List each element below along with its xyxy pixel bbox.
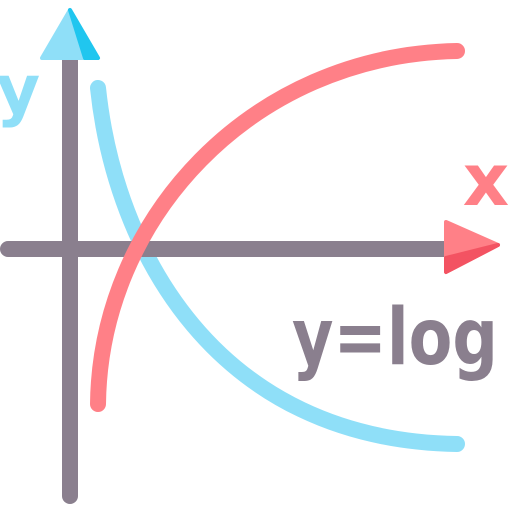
x-axis-label: x bbox=[463, 138, 509, 222]
log-curve bbox=[90, 43, 465, 412]
y-axis-arrow-icon bbox=[40, 8, 100, 60]
decreasing-curve bbox=[90, 80, 465, 452]
x-axis-arrow-icon bbox=[444, 220, 500, 274]
formula-label: y=log bbox=[292, 293, 498, 383]
y-axis-label: y bbox=[0, 51, 40, 130]
